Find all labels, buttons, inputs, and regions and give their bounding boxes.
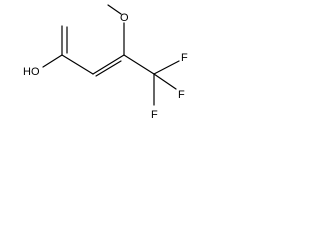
bond-methyl-oxygen	[107, 4, 122, 15]
bond-c3-cf3	[123, 54, 155, 75]
chemical-structure: O HO F F F	[23, 4, 188, 121]
bond-c3-c2	[92, 54, 125, 75]
methoxy-oxygen-label: O	[120, 12, 129, 24]
bond-cf3-f-right	[153, 73, 177, 90]
hydroxyl-label: HO	[23, 66, 40, 78]
bond-c1-hydroxyl	[42, 54, 63, 68]
bond-c2-c1	[61, 54, 94, 75]
fluorine-right-label: F	[178, 89, 185, 101]
bond-cf3-f-top	[153, 60, 180, 75]
fluorine-top-label: F	[181, 52, 188, 64]
bond-c3-c2-inner	[95, 60, 122, 77]
fluorine-bottom-label: F	[151, 109, 158, 121]
